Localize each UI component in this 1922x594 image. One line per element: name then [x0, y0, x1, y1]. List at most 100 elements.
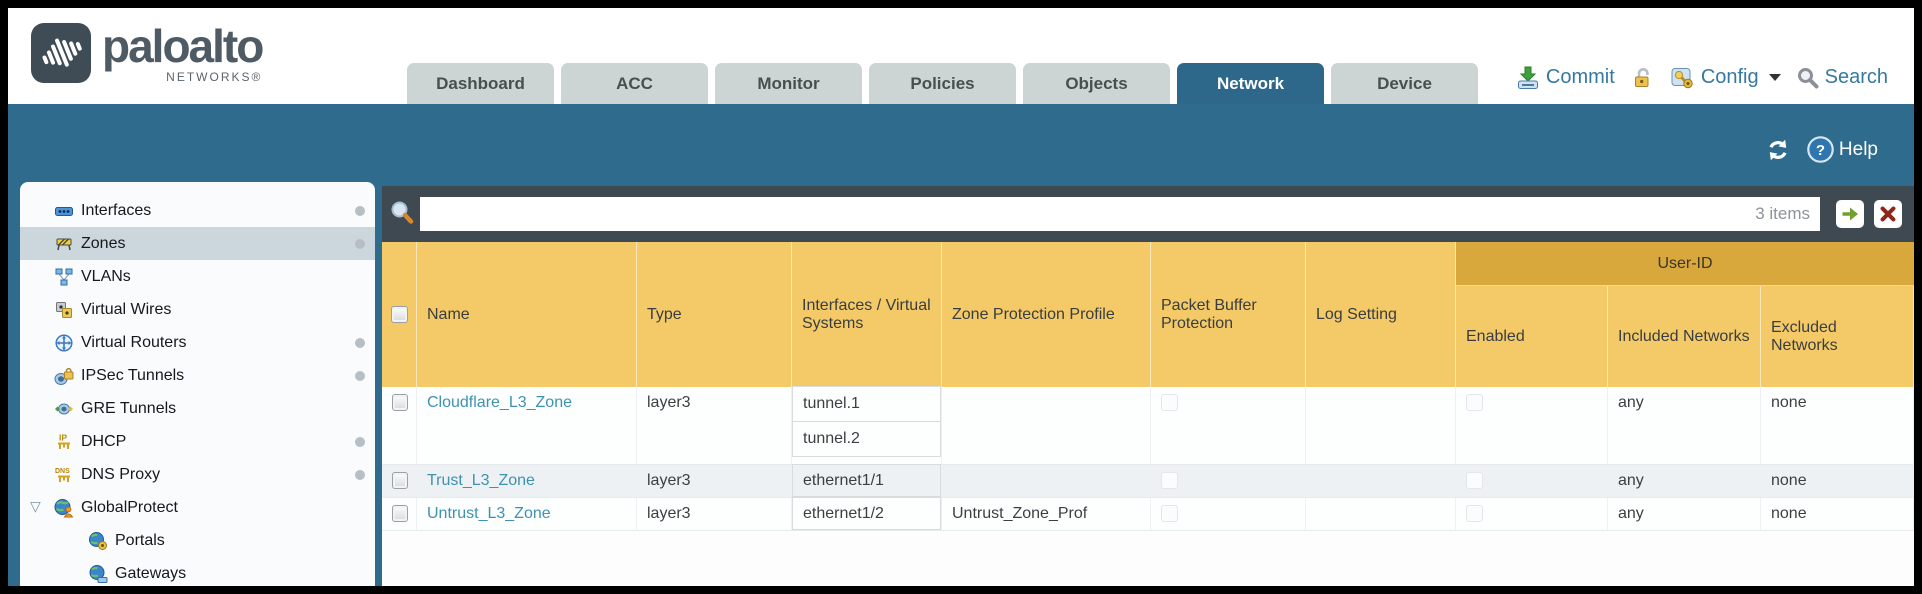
tab-device[interactable]: Device — [1331, 63, 1478, 104]
packet-buffer-checkbox[interactable] — [1161, 505, 1178, 522]
zone-protection-profile-cell — [942, 465, 1151, 497]
packet-buffer-checkbox[interactable] — [1161, 472, 1178, 489]
sidebar-item-virtual-wires[interactable]: Virtual Wires — [20, 293, 375, 326]
sidebar-item-ipsec-tunnels[interactable]: IPSec Tunnels — [20, 359, 375, 392]
select-all-checkbox[interactable] — [390, 306, 408, 323]
lock-icon[interactable] — [1631, 66, 1654, 89]
tab-dashboard[interactable]: Dashboard — [407, 63, 554, 104]
zone-name-link[interactable]: Untrust_L3_Zone — [427, 505, 551, 522]
col-header-included-networks[interactable]: Included Networks — [1608, 286, 1761, 387]
row-checkbox[interactable] — [392, 394, 408, 411]
sidebar-item-portals[interactable]: Portals — [20, 524, 375, 557]
search-icon — [1797, 67, 1819, 89]
row-checkbox[interactable] — [392, 505, 408, 522]
ipsec-tunnels-icon — [54, 366, 74, 386]
user-id-enabled-checkbox[interactable] — [1466, 505, 1483, 522]
expander-open-icon[interactable]: ▽ — [30, 498, 41, 514]
brand-subtitle: NETWORKS® — [166, 70, 263, 84]
close-icon — [1880, 206, 1896, 222]
col-header-zone-protection-profile[interactable]: Zone Protection Profile — [942, 242, 1151, 387]
sidebar-item-gateways[interactable]: Gateways — [20, 557, 375, 586]
zone-type-cell: layer3 — [637, 387, 792, 464]
sidebar-item-virtual-routers[interactable]: Virtual Routers — [20, 326, 375, 359]
filter-search-icon — [389, 200, 415, 226]
sidebar-item-label: DNS Proxy — [81, 465, 161, 483]
user-id-enabled-checkbox[interactable] — [1466, 472, 1483, 489]
commit-icon — [1516, 66, 1540, 90]
select-all-cell — [382, 242, 417, 387]
config-icon — [1670, 65, 1695, 90]
virtual-routers-icon — [54, 333, 74, 353]
row-checkbox[interactable] — [392, 472, 408, 489]
svg-text:?: ? — [1816, 142, 1825, 159]
col-header-enabled[interactable]: Enabled — [1456, 286, 1608, 387]
user-id-enabled-cell — [1456, 498, 1608, 530]
col-header-type[interactable]: Type — [637, 242, 792, 387]
clear-filter-button[interactable] — [1874, 200, 1902, 228]
interfaces-cell: ethernet1/1 — [792, 464, 942, 497]
search-button[interactable]: Search — [1797, 66, 1888, 89]
col-header-packet-buffer-protection[interactable]: Packet Buffer Protection — [1151, 242, 1306, 387]
col-header-excluded-networks[interactable]: Excluded Networks — [1761, 286, 1914, 387]
tab-network[interactable]: Network — [1177, 63, 1324, 104]
packet-buffer-checkbox[interactable] — [1161, 394, 1178, 411]
apply-filter-button[interactable] — [1836, 200, 1864, 228]
user-id-enabled-checkbox[interactable] — [1466, 394, 1483, 411]
col-header-log-setting[interactable]: Log Setting — [1306, 242, 1456, 387]
log-setting-cell — [1306, 387, 1456, 464]
packet-buffer-protection-cell — [1151, 465, 1306, 497]
logo-text: paloalto NETWORKS® — [102, 22, 264, 84]
excluded-networks-cell: none — [1761, 387, 1914, 464]
tab-acc[interactable]: ACC — [561, 63, 708, 104]
sidebar-item-label: GlobalProtect — [81, 498, 178, 516]
search-label: Search — [1824, 66, 1888, 88]
filter-input[interactable] — [420, 197, 1820, 231]
config-label: Config — [1700, 66, 1759, 88]
row-select-cell — [382, 465, 417, 497]
zone-name-cell: Cloudflare_L3_Zone — [417, 387, 637, 464]
config-menu-button[interactable]: Config — [1670, 65, 1781, 90]
col-group-user-id: User-ID — [1456, 242, 1914, 286]
sidebar-item-label: Zones — [81, 234, 126, 252]
sidebar-item-gre-tunnels[interactable]: GRE Tunnels — [20, 392, 375, 425]
tab-policies[interactable]: Policies — [869, 63, 1016, 104]
portals-icon — [88, 531, 108, 551]
sidebar-item-vlans[interactable]: VLANs — [20, 260, 375, 293]
status-dot — [355, 239, 365, 249]
tab-objects[interactable]: Objects — [1023, 63, 1170, 104]
sidebar-item-interfaces[interactable]: Interfaces — [20, 194, 375, 227]
interface-cell: tunnel.2 — [792, 421, 941, 457]
band-tools: ? Help — [1765, 136, 1878, 163]
status-dot — [355, 338, 365, 348]
sidebar-item-label: VLANs — [81, 267, 131, 285]
sidebar-item-zones[interactable]: Zones — [20, 227, 375, 260]
help-button[interactable]: ? Help — [1807, 136, 1878, 163]
refresh-icon[interactable] — [1765, 137, 1791, 163]
zone-type-cell: layer3 — [637, 498, 792, 530]
sidebar-item-globalprotect[interactable]: ▽ GlobalProtect — [20, 491, 375, 524]
status-dot — [355, 437, 365, 447]
gateways-icon — [88, 564, 108, 584]
row-select-cell — [382, 498, 417, 530]
commit-button[interactable]: Commit — [1516, 66, 1615, 90]
zones-icon — [54, 234, 74, 254]
included-networks-cell: any — [1608, 387, 1761, 464]
paloalto-logo-icon — [30, 22, 92, 84]
zone-name-link[interactable]: Cloudflare_L3_Zone — [427, 394, 572, 411]
col-header-name[interactable]: Name — [417, 242, 637, 387]
col-header-interfaces[interactable]: Interfaces / Virtual Systems — [792, 242, 942, 387]
sidebar-item-label: GRE Tunnels — [81, 399, 177, 417]
row-select-cell — [382, 387, 417, 464]
zone-name-link[interactable]: Trust_L3_Zone — [427, 472, 535, 489]
interface-cell: tunnel.1 — [792, 386, 941, 422]
tab-monitor[interactable]: Monitor — [715, 63, 862, 104]
vlans-icon — [54, 267, 74, 287]
